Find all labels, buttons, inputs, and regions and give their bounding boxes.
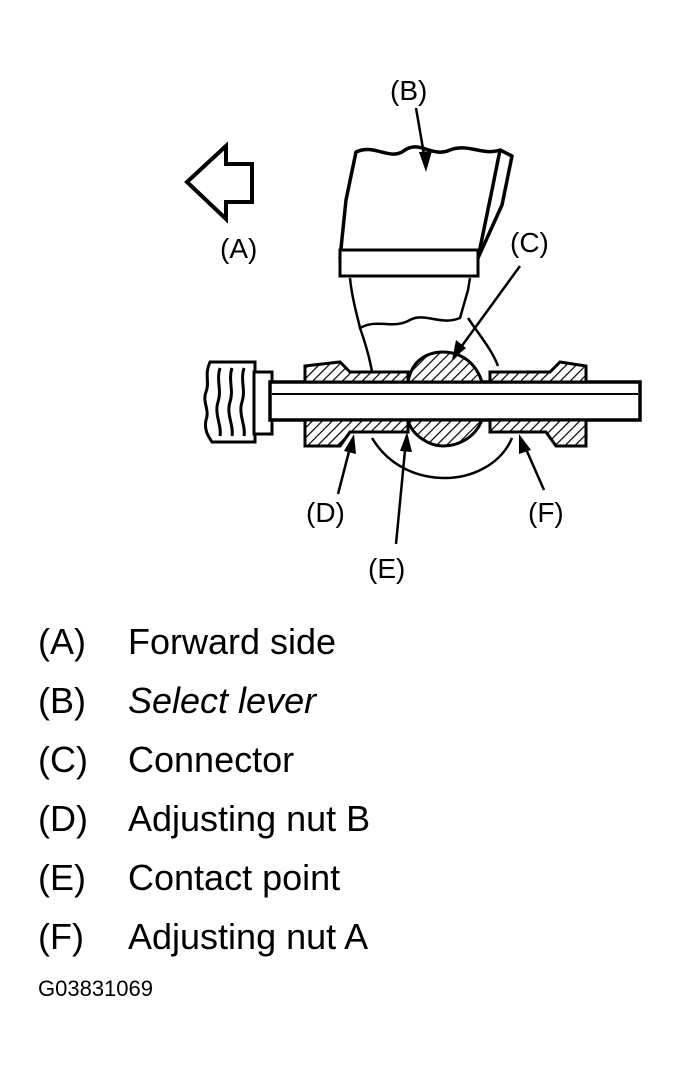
cable-rod (268, 380, 642, 422)
select-lever (338, 145, 514, 373)
legend-text: Forward side (128, 620, 337, 662)
legend-item: (D) Adjusting nut B (38, 789, 370, 848)
adjusting-nut-b (303, 360, 410, 448)
rubber-boot (203, 360, 274, 444)
legend-key: (D) (38, 797, 88, 839)
legend-text: Contact point (128, 856, 341, 898)
legend-text: Select lever (128, 679, 317, 721)
callout-e: (E) (368, 553, 405, 584)
legend-key: (E) (38, 856, 86, 898)
legend: (A) Forward side (B) Select lever (C) Co… (38, 612, 370, 966)
legend-item: (A) Forward side (38, 612, 370, 671)
legend-text: Connector (128, 738, 295, 780)
callout-d: (D) (306, 497, 345, 528)
figure-id: G03831069 (38, 976, 153, 1001)
legend-key: (B) (38, 679, 86, 721)
legend-key: (C) (38, 738, 88, 780)
forward-arrow-icon (184, 141, 254, 224)
leader-lines (336, 107, 546, 545)
callout-a: (A) (220, 233, 257, 264)
callout-b: (B) (390, 75, 427, 106)
legend-item: (C) Connector (38, 730, 370, 789)
callout-f: (F) (528, 497, 564, 528)
callout-c: (C) (510, 227, 549, 258)
connector (370, 350, 514, 480)
adjusting-nut-a (488, 360, 588, 448)
select-lever-diagram: (A) (B) (C) (D) (E) (F) (184, 75, 642, 584)
legend-text: Adjusting nut A (128, 915, 369, 957)
legend-text: Adjusting nut B (128, 797, 371, 839)
legend-item: (B) Select lever (38, 671, 370, 730)
legend-item: (E) Contact point (38, 848, 370, 907)
legend-key: (A) (38, 620, 86, 662)
legend-item: (F) Adjusting nut A (38, 907, 370, 966)
legend-key: (F) (38, 915, 84, 957)
